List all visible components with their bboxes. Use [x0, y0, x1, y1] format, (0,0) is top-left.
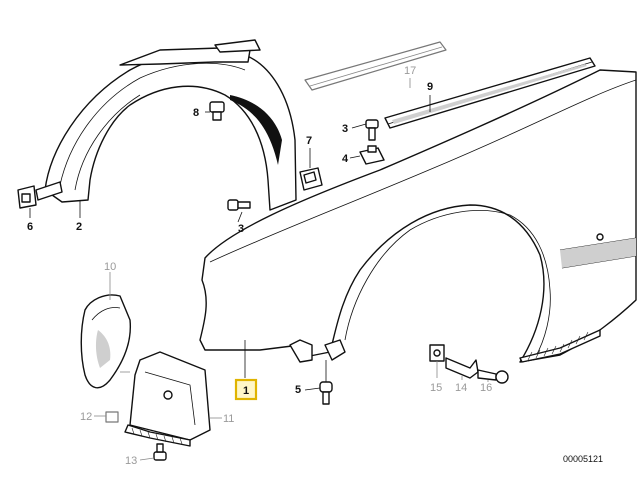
bracket-15[interactable]	[429, 344, 445, 378]
bolt-16[interactable]	[477, 369, 509, 384]
callout-3-upper[interactable]: 3	[342, 123, 348, 135]
callout-6[interactable]: 6	[27, 221, 33, 233]
callout-10[interactable]: 10	[104, 261, 116, 273]
callout-4[interactable]: 4	[342, 153, 349, 165]
drawing-code: 00005121	[563, 454, 603, 464]
callout-8[interactable]: 8	[193, 107, 199, 119]
callout-3-lower[interactable]: 3	[238, 223, 244, 235]
wheel-housing-liner[interactable]	[44, 39, 297, 211]
clip-12[interactable]	[94, 411, 119, 423]
bracket-6[interactable]	[17, 181, 63, 218]
clip-7[interactable]	[299, 148, 323, 191]
svg-text:1: 1	[243, 385, 249, 397]
callout-13[interactable]: 13	[125, 455, 137, 467]
callout-11[interactable]: 11	[223, 413, 234, 425]
callout-1[interactable]: 1	[234, 378, 258, 401]
clamp-14[interactable]	[445, 357, 479, 380]
moulding-strip-17[interactable]	[304, 41, 447, 91]
clip-nut-4[interactable]	[349, 145, 385, 165]
callout-12[interactable]: 12	[80, 411, 92, 423]
moulding-strip-9[interactable]	[384, 57, 596, 129]
splash-shield-10[interactable]	[80, 272, 132, 389]
callout-7[interactable]: 7	[306, 135, 312, 147]
screw-5[interactable]	[304, 360, 333, 405]
callout-15[interactable]: 15	[430, 382, 442, 394]
callout-17[interactable]: 17	[404, 65, 416, 77]
screw-3-upper[interactable]	[351, 119, 379, 141]
callout-5[interactable]: 5	[295, 384, 301, 396]
splash-shield-11[interactable]	[124, 351, 222, 447]
callout-9[interactable]: 9	[427, 81, 433, 93]
grommet-nut-8[interactable]	[205, 101, 225, 121]
screw-3-lower[interactable]	[227, 199, 251, 223]
callout-14[interactable]: 14	[455, 382, 467, 394]
callout-2[interactable]: 2	[76, 221, 82, 233]
bolt-13[interactable]	[139, 443, 167, 461]
fender-panel[interactable]	[199, 69, 637, 363]
callout-16[interactable]: 16	[480, 382, 492, 394]
